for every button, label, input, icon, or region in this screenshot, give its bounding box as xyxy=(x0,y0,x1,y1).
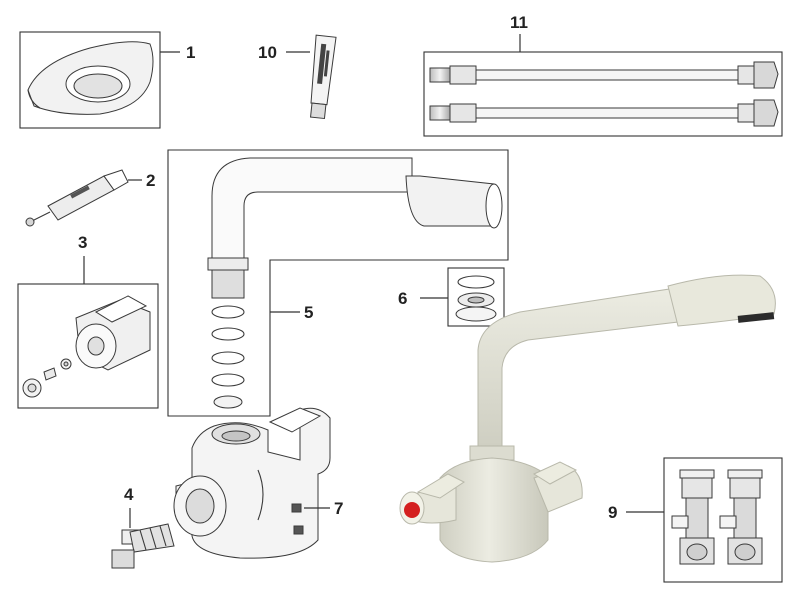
tap-spout xyxy=(478,288,678,456)
grub-screw-upper xyxy=(292,504,301,512)
callout-2: 2 xyxy=(146,171,155,190)
grub-screw-lower xyxy=(294,526,303,534)
callout-6: 6 xyxy=(398,289,407,308)
part-2-tool: 2 xyxy=(26,170,155,226)
part-3-handle: 3 xyxy=(18,233,158,408)
callout-10: 10 xyxy=(258,43,277,62)
seal-kit-illustration xyxy=(456,276,496,321)
tool-illustration xyxy=(26,170,128,226)
tap-left-handle xyxy=(400,474,464,524)
callout-5: 5 xyxy=(304,303,313,322)
o-rings xyxy=(212,306,244,408)
spout-illustration xyxy=(208,158,502,298)
part-9-isolating-valves: 9 xyxy=(608,458,782,582)
part-6-seal-kit: 6 xyxy=(398,268,504,326)
assembled-tap xyxy=(400,275,775,562)
grease-tube-illustration xyxy=(308,35,336,119)
cartridge-illustration xyxy=(112,524,174,568)
callout-9: 9 xyxy=(608,503,617,522)
valve-right xyxy=(720,470,762,564)
callout-3: 3 xyxy=(78,233,87,252)
part-1-base-plate: 1 xyxy=(20,32,195,128)
callout-7: 7 xyxy=(334,499,343,518)
screw-washer-cap xyxy=(23,359,71,397)
part-11-flexible-hoses: 11 xyxy=(424,13,782,136)
callout-11: 11 xyxy=(510,13,528,32)
callout-1: 1 xyxy=(186,43,195,62)
hose-upper xyxy=(430,62,778,88)
base-plate-illustration xyxy=(28,42,153,115)
part-11-frame xyxy=(424,52,782,136)
hot-indicator-icon xyxy=(404,502,420,518)
tap-body-exploded xyxy=(174,408,330,558)
callout-4: 4 xyxy=(124,485,134,504)
valve-left xyxy=(672,470,714,564)
part-5-spout: 5 xyxy=(168,150,508,416)
hose-lower xyxy=(430,100,778,126)
handle-illustration xyxy=(76,296,150,370)
part-10-grease-tube: 10 xyxy=(258,35,336,119)
part-4-cartridge: 4 xyxy=(112,485,174,568)
